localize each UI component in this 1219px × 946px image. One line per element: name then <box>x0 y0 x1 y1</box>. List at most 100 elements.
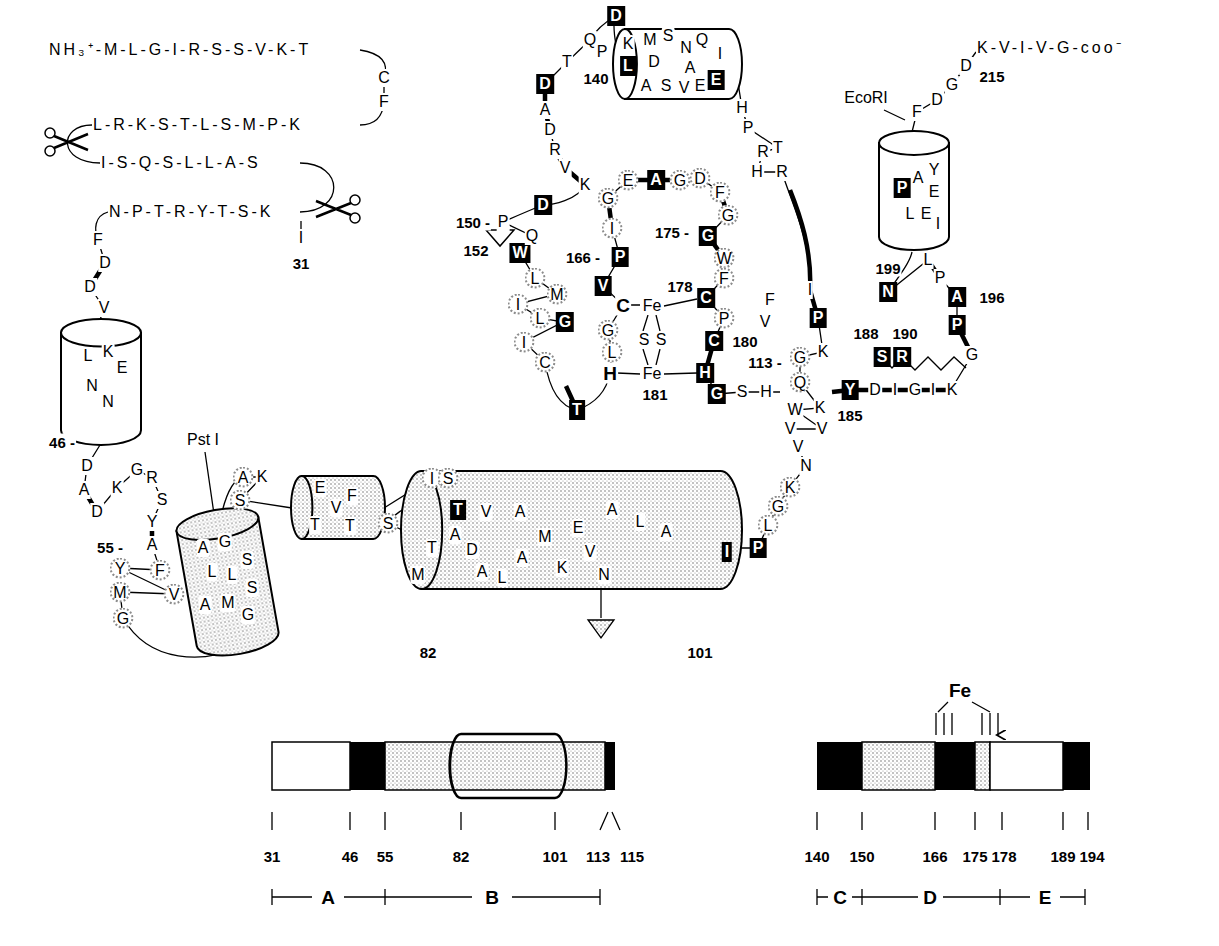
helix-cylinder: AGLLSSAMG <box>185 508 270 655</box>
residue-letter: A <box>476 563 489 581</box>
residue-letter: K <box>111 479 124 497</box>
residue-letter: E <box>694 77 707 95</box>
conserved-residue: P <box>750 538 767 558</box>
residue-letter: P <box>497 213 510 231</box>
residue-number: 31 <box>292 255 311 272</box>
residue-letter: L <box>497 569 508 587</box>
residue-letter: S <box>660 77 673 95</box>
surface-residue: G <box>670 170 691 191</box>
residue-letter: G <box>130 461 144 479</box>
residue-letter: K <box>622 35 635 53</box>
surface-residue: F <box>150 560 171 581</box>
residue-letter: D <box>98 254 112 272</box>
domain-bar <box>272 889 1085 905</box>
residue-number: 180 <box>731 333 758 350</box>
residue-letter: I <box>930 381 936 399</box>
residue-letter: N <box>597 566 611 584</box>
surface-residue: K <box>780 477 801 498</box>
residue-letter: A <box>197 539 210 557</box>
residue-letter: A <box>449 526 462 544</box>
conserved-residue: G <box>556 312 574 332</box>
residue-letter: A <box>78 481 91 499</box>
residue-letter: R <box>145 469 159 487</box>
cylinder-outline <box>302 476 385 539</box>
residue-letter: V <box>559 159 572 177</box>
residue-number: 150 - <box>455 214 491 231</box>
residue-letter: A <box>199 596 212 614</box>
domain-bar <box>1063 742 1090 790</box>
domain-bar <box>990 742 1063 790</box>
residue-letter: EcoRI <box>843 89 889 107</box>
residue-letter: Q <box>695 31 709 49</box>
domain-bar <box>935 742 975 790</box>
conserved-residue: G <box>699 226 717 246</box>
residue-letter: K <box>556 559 569 577</box>
residue-number: 82 <box>419 644 438 661</box>
surface-residue: M <box>110 582 131 603</box>
residue-letter: I <box>892 381 898 399</box>
conserved-residue: P <box>612 247 629 267</box>
residue-number: 31 <box>263 848 282 865</box>
sequence-segment: I-S-Q-S-L-L-A-S <box>100 154 262 172</box>
domain-bar <box>385 742 605 790</box>
domain-bar <box>450 734 567 798</box>
residue-letter: V <box>816 420 829 438</box>
residue-letter: V <box>480 503 493 521</box>
helix-cylinder: PAYELEI <box>878 130 950 250</box>
residue-letter: K <box>102 343 115 361</box>
chain-line <box>84 490 152 545</box>
residue-letter: L <box>905 205 916 223</box>
residue-letter: I <box>807 281 813 299</box>
domain-label: D <box>922 887 938 908</box>
residue-number: 215 <box>978 68 1005 85</box>
residue-letter: P <box>596 43 609 61</box>
surface-residue: G <box>113 608 134 629</box>
residue-number: 166 - <box>565 249 601 266</box>
domain-bar <box>272 702 1090 905</box>
conserved-residue: C <box>697 288 715 308</box>
domain-bar <box>938 702 990 712</box>
residue-letter: G <box>218 533 232 551</box>
residue-number: 101 <box>541 848 568 865</box>
surface-residue: C <box>535 352 556 373</box>
conserved-residue: S <box>874 347 891 367</box>
residue-letter: M <box>537 528 552 546</box>
residue-letter: R <box>775 163 789 181</box>
residue-letter: H <box>750 163 764 181</box>
residue-number: 194 <box>1078 848 1105 865</box>
residue-letter: K <box>946 381 959 399</box>
residue-letter: D <box>83 278 97 296</box>
residue-letter: E <box>572 519 585 537</box>
residue-letter: I <box>935 215 941 233</box>
conserved-residue: Y <box>842 380 859 400</box>
residue-letter: S <box>736 383 749 401</box>
chain-line <box>360 50 386 125</box>
conserved-residue: C <box>705 331 723 351</box>
residue-letter: H <box>759 383 773 401</box>
residue-letter: D <box>647 53 661 71</box>
domain-label: A <box>320 887 336 908</box>
residue-letter: V <box>330 499 343 517</box>
domain-bar <box>817 742 862 790</box>
domain-bar <box>936 713 998 735</box>
domain-label: B <box>484 887 500 908</box>
surface-residue: M <box>547 284 568 305</box>
cylinder-outline <box>879 131 949 155</box>
residue-letter: M <box>642 31 657 49</box>
residue-number: 178 <box>666 278 693 295</box>
residue-letter: G <box>965 346 979 364</box>
residue-letter: T <box>344 517 356 535</box>
surface-residue: L <box>530 308 551 329</box>
conserved-residue: D <box>534 195 552 215</box>
surface-residue: G <box>718 205 739 226</box>
residue-letter: T <box>772 139 784 157</box>
residue-number: 181 <box>641 386 668 403</box>
residue-number: 150 <box>848 848 875 865</box>
insertion-triangle <box>600 590 601 618</box>
residue-letter: G <box>945 76 959 94</box>
residue-letter: A <box>606 501 619 519</box>
residue-number: 196 <box>978 289 1005 306</box>
residue-letter: D <box>868 381 882 399</box>
residue-letter: C <box>377 69 391 87</box>
